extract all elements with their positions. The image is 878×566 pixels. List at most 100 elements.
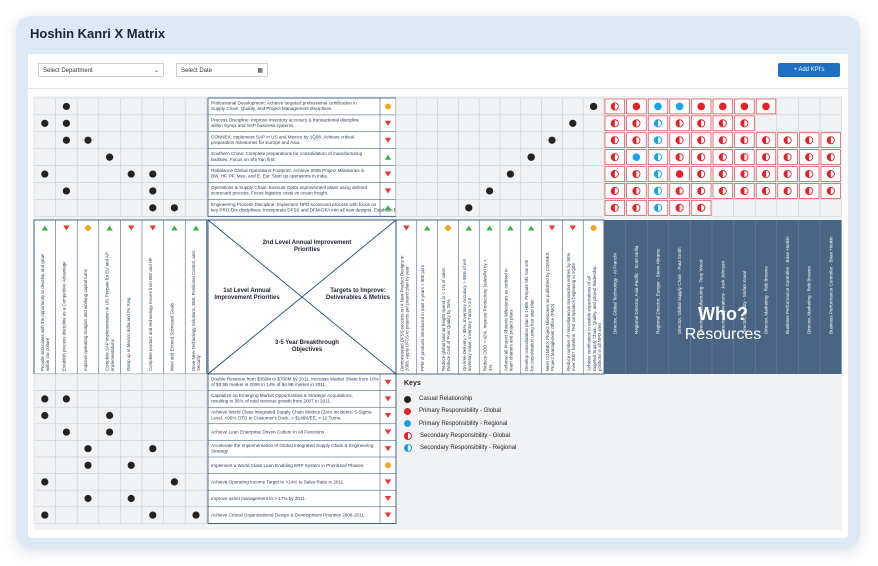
- x-label-bottom: 3-5 Year Breakthrough Objectives: [275, 340, 339, 353]
- second-level-text: CONNEX: Implement SAP in US and Mexico b…: [211, 134, 354, 145]
- grid-cell: [33, 182, 56, 200]
- grid-cell: [520, 97, 542, 116]
- second-level-text: Professional Development: Achieve target…: [211, 101, 357, 112]
- responsibility-dot-fill: [827, 153, 831, 161]
- relationship-dot: [41, 170, 49, 178]
- grid-cell: [76, 390, 100, 408]
- responsibility-dot-fill: [611, 170, 615, 178]
- grid-cell: [120, 131, 143, 149]
- grid-cell: [163, 456, 186, 474]
- grid-cell: [478, 114, 501, 133]
- date-select-label: Select Date: [181, 68, 213, 74]
- grid-cell: [798, 97, 821, 116]
- department-select-label: Select Department: [43, 68, 93, 74]
- calendar-icon: ▦: [257, 68, 263, 74]
- responsibility-dot-fill: [611, 153, 615, 161]
- grid-cell: [437, 131, 459, 149]
- grid-cell: [33, 423, 56, 441]
- add-kpi-label: Add KPI's: [798, 67, 825, 73]
- grid-cell: [499, 114, 522, 133]
- relationship-dot: [62, 187, 70, 195]
- date-select[interactable]: Select Date ▦: [176, 63, 268, 77]
- status-icon: [590, 225, 597, 231]
- responsibility-dot-fill: [632, 136, 637, 144]
- responsibility-dot-fill: [762, 153, 766, 161]
- grid-cell: [163, 148, 186, 166]
- grid-cell: [416, 199, 438, 217]
- status-icon: [85, 225, 91, 231]
- grid-cell: [76, 406, 100, 425]
- status-icon: [528, 225, 535, 231]
- x-label-left: 1st Level Annual Improvement Priorities: [214, 288, 280, 301]
- responsibility-dot-fill: [805, 170, 810, 178]
- relationship-dot: [41, 478, 49, 486]
- grid-cell: [416, 148, 438, 166]
- responsibility-dot-fill: [762, 136, 766, 144]
- relationship-dot: [127, 170, 135, 178]
- grid-cell: [163, 423, 186, 441]
- grid-cell: [458, 131, 480, 149]
- grid-cell: [395, 131, 418, 149]
- grid-cell: [76, 165, 100, 183]
- grid-cell: [499, 148, 522, 166]
- key-item: Secondary Responsibility - Global: [404, 430, 604, 442]
- status-icon: [384, 205, 392, 211]
- grid-cell: [184, 148, 208, 166]
- target-text: Achieve all Project Phoenix Milestones a…: [503, 268, 513, 371]
- grid-cell: [141, 406, 164, 425]
- toolbar: [28, 54, 848, 89]
- responsibility-dot-fill: [632, 204, 637, 212]
- resource-name: Director, Quality - Stefan Koval: [742, 271, 747, 334]
- grid-cell: [395, 97, 418, 116]
- grid-cell: [55, 456, 78, 474]
- status-icon: [384, 379, 392, 385]
- resource-name: Business Performance Controller - Brian …: [828, 236, 833, 334]
- grid-cell: [478, 131, 501, 149]
- grid-cell: [184, 473, 208, 491]
- responsibility-dot-fill: [719, 119, 723, 127]
- grid-cell: [458, 182, 480, 200]
- grid-cell: [416, 182, 438, 200]
- grid-cell: [55, 473, 78, 491]
- x-label-top: 2nd Level Annual Improvement Priorities: [262, 240, 352, 253]
- status-icon: [384, 495, 392, 502]
- grid-cell: [582, 182, 605, 200]
- responsibility-dot-fill: [740, 119, 745, 127]
- status-icon: [569, 225, 576, 231]
- resource-name: Director, Marketing - Rob Browne: [807, 266, 812, 334]
- status-icon: [171, 225, 178, 231]
- grid-cell: [541, 199, 563, 217]
- key-label: Primary Responsibility - Regional: [419, 420, 508, 427]
- responsibility-dot: [740, 102, 749, 111]
- grid-cell: [395, 182, 418, 200]
- grid-cell: [711, 199, 734, 217]
- relationship-dot: [527, 153, 535, 161]
- relationship-dot: [41, 395, 49, 403]
- department-select[interactable]: Select Department ⌄: [38, 63, 164, 77]
- status-icon: [384, 188, 392, 194]
- grid-cell: [582, 114, 605, 133]
- grid-cell: [541, 97, 563, 116]
- breakthrough-text: Double Revenue from $350M to $700M by 20…: [211, 377, 379, 388]
- chevron-down-icon: ⌄: [153, 68, 159, 74]
- grid-cell: [141, 114, 164, 133]
- grid-cell: [562, 97, 584, 116]
- key-label: Primary Responsibility - Global: [419, 408, 502, 415]
- key-item: Primary Responsibility - Regional: [404, 418, 604, 430]
- grid-cell: [582, 131, 605, 149]
- relationship-dot: [41, 511, 49, 519]
- responsibility-dot-fill: [632, 170, 637, 178]
- key-swatch: [404, 444, 412, 453]
- x-diagonal: [207, 219, 397, 375]
- grid-cell: [562, 182, 584, 200]
- add-kpi-button[interactable]: + Add KPI's: [778, 63, 840, 77]
- grid-cell: [120, 390, 143, 408]
- first-level-text: Complete product and technology moves fr…: [148, 257, 153, 371]
- breakthrough-text: Improve asset management to > 17% by 201…: [211, 496, 306, 501]
- grid-cell: [98, 473, 121, 491]
- responsibility-dot-fill: [762, 170, 766, 178]
- relationship-dot: [149, 511, 157, 519]
- resource-name: Regional Director, Asia Pacific - Scott …: [634, 245, 639, 334]
- responsibility-dot-fill: [783, 136, 788, 144]
- status-icon: [149, 225, 156, 231]
